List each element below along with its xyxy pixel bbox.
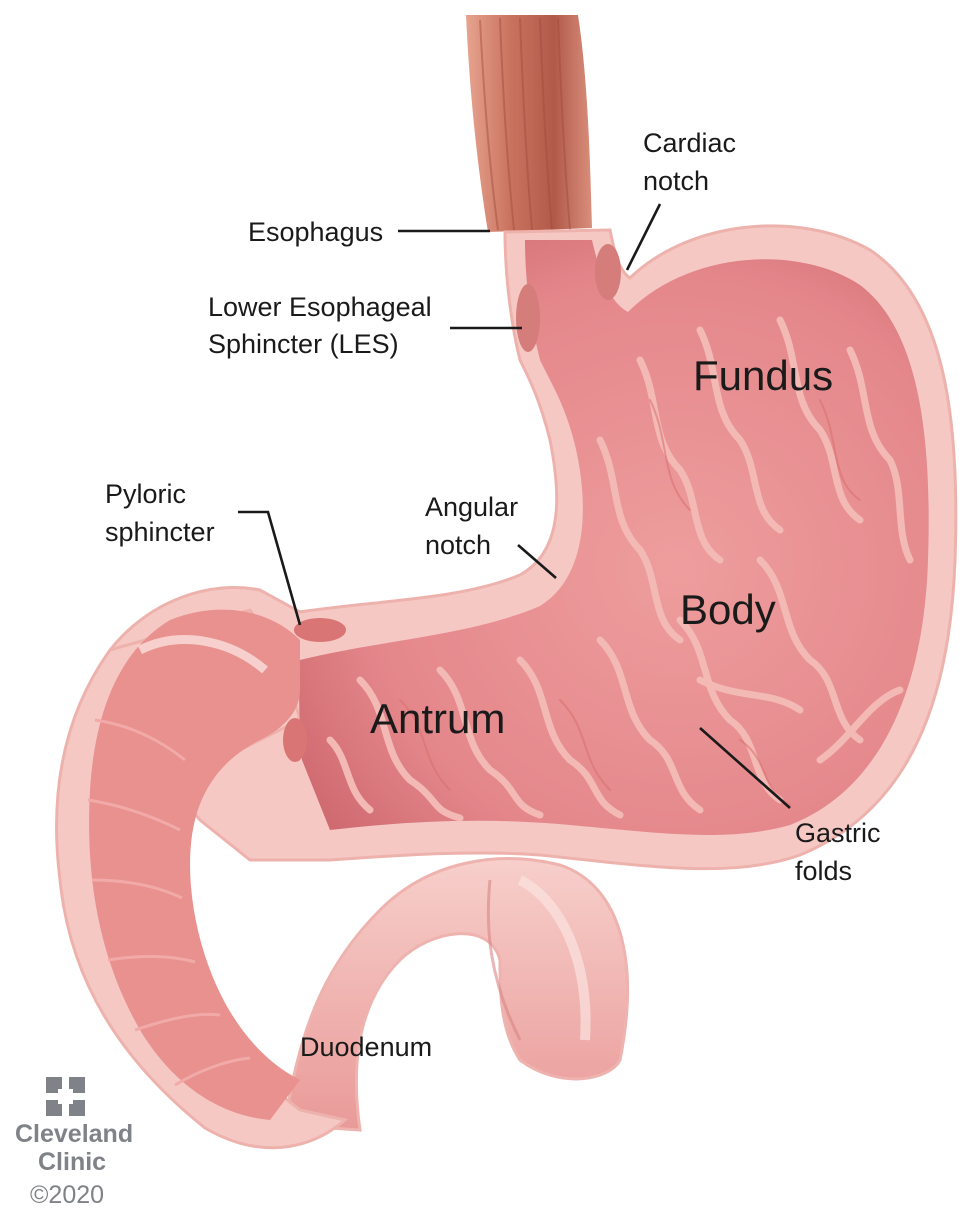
label-cardiac-notch-line2: notch [643, 166, 709, 196]
label-body: Body [680, 586, 776, 633]
duodenum-tube [285, 859, 628, 1130]
label-angular-notch-line1: Angular [425, 492, 518, 522]
esophagus-tube [466, 15, 592, 232]
label-fundus: Fundus [693, 352, 833, 399]
label-gastric-folds-line2: folds [795, 856, 852, 886]
brand-name-line2: Clinic [38, 1148, 106, 1176]
label-angular-notch-line2: notch [425, 530, 491, 560]
label-esophagus: Esophagus [248, 217, 383, 247]
label-gastric-folds-line1: Gastric [795, 818, 881, 848]
label-les-line2: Sphincter (LES) [208, 329, 399, 359]
label-antrum: Antrum [370, 695, 505, 742]
label-duodenum: Duodenum [300, 1032, 432, 1062]
label-cardiac-notch-line1: Cardiac [643, 128, 736, 158]
label-les-line1: Lower Esophageal [208, 292, 432, 322]
label-pyloric-sphincter-line1: Pyloric [105, 479, 186, 509]
cleveland-clinic-logo: Cleveland Clinic ©2020 [15, 1077, 133, 1209]
label-pyloric-sphincter-line2: sphincter [105, 517, 215, 547]
copyright-text: ©2020 [30, 1181, 104, 1209]
cleveland-clinic-mark-icon [46, 1077, 85, 1116]
brand-name-line1: Cleveland [15, 1120, 133, 1148]
